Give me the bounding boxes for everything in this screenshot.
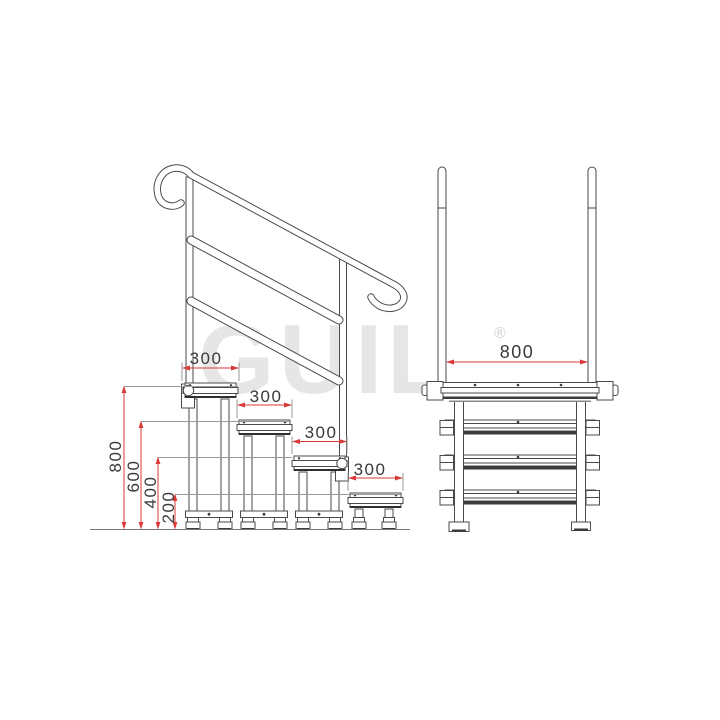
dim-label-step4-depth: 300 xyxy=(353,460,387,479)
extension-lines xyxy=(124,362,404,495)
front-handrail-posts xyxy=(437,166,597,389)
step-1 xyxy=(181,382,239,521)
side-view xyxy=(90,164,410,530)
dim-label-height-400: 400 xyxy=(141,475,160,509)
dim-label-step1-depth: 300 xyxy=(189,349,223,368)
dim-label-step2-depth: 300 xyxy=(249,387,283,406)
step-2 xyxy=(236,419,293,521)
height-dimension-lines xyxy=(121,385,178,530)
step-3 xyxy=(291,455,349,521)
width-dimension-line xyxy=(446,359,588,365)
dim-label-step3-depth: 300 xyxy=(304,423,338,442)
front-step-brackets xyxy=(439,420,600,506)
handrail xyxy=(153,164,408,313)
dim-label-height-200: 200 xyxy=(159,490,178,524)
dim-label-height-800: 800 xyxy=(106,439,125,473)
step-4 xyxy=(347,492,404,520)
registered-trademark-icon: ® xyxy=(494,325,506,342)
front-lower-steps xyxy=(442,419,598,505)
front-view xyxy=(421,166,619,532)
adjustable-feet xyxy=(185,517,397,530)
depth-dimension-lines xyxy=(182,365,403,481)
front-top-platform xyxy=(421,381,619,402)
handrail-mid-rails xyxy=(186,235,344,386)
dim-label-front-width: 800 xyxy=(499,342,535,362)
